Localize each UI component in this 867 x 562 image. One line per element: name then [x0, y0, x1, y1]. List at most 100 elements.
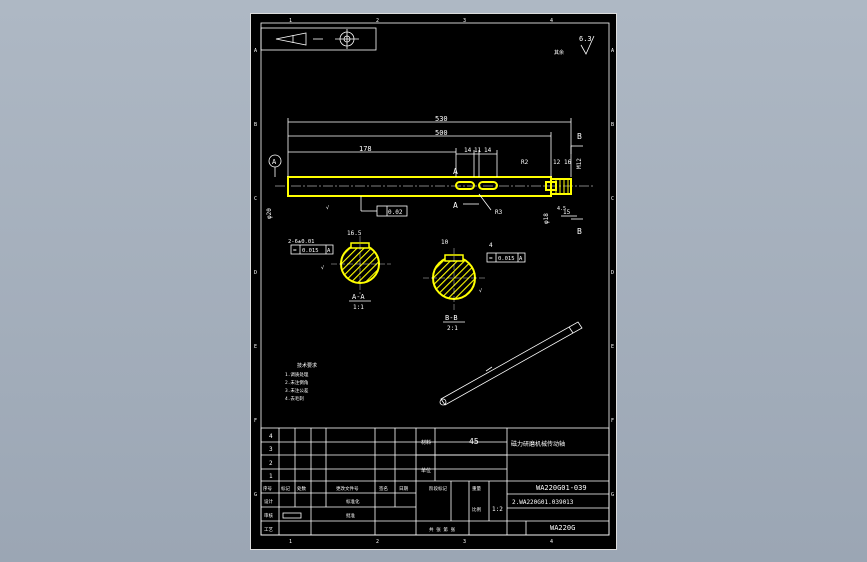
tb-row-3: 3	[269, 446, 273, 453]
grid-bottom-3: 3	[463, 539, 466, 545]
dim-dia20: φ20	[266, 208, 273, 219]
drawing-sheet: 1 2 3 4 1 2 3 4 A B C D E F G A B C D E …	[250, 13, 617, 550]
section-mark-a: A	[453, 201, 458, 210]
tb-hdr-4: 更改文件号	[336, 485, 359, 492]
grid-right-b: B	[611, 122, 614, 128]
svg-text:6.3: 6.3	[579, 35, 592, 43]
svg-text:=: =	[489, 255, 493, 262]
svg-text:√: √	[321, 265, 324, 271]
tb-mat-label: 材料	[421, 439, 431, 446]
tech-note-2: 2.未注倒角	[285, 379, 308, 386]
dim-500: 500	[435, 129, 448, 137]
section-mark-b-bottom: B	[577, 227, 582, 236]
sec-b-key: 4	[489, 242, 493, 249]
tb-hdr-3: 处数	[297, 485, 306, 492]
grid-left-g: G	[254, 492, 257, 498]
tb-part-name: 磁力研磨机械传动轴	[511, 440, 565, 448]
dim-14b: 14	[484, 147, 492, 154]
tech-note-4: 4.去毛刺	[285, 395, 304, 402]
dim-r2: R2	[521, 159, 529, 166]
grid-right-g: G	[611, 492, 614, 498]
tb-sheets: 共 张 第 张	[429, 526, 456, 533]
grid-left-a: A	[254, 48, 257, 54]
tb-row-1: 1	[269, 473, 273, 480]
sec-b-width: 10	[441, 239, 449, 246]
grid-left-e: E	[254, 344, 257, 350]
tb-check: 审核	[264, 512, 273, 519]
tech-note-1: 1.调质处理	[285, 371, 309, 378]
tb-process: 工艺	[264, 527, 273, 533]
svg-text:√: √	[479, 288, 482, 294]
tb-drawing-no: WA220G01-039	[536, 484, 587, 492]
sec-b-label: B-B	[445, 314, 458, 322]
keyway-2	[478, 181, 498, 190]
sec-b-tol: 0.015	[498, 256, 515, 262]
grid-left-d: D	[254, 270, 257, 276]
svg-text:A: A	[519, 256, 523, 262]
sec-a-label: A-A	[352, 293, 365, 301]
tb-ratio: 比例	[472, 506, 481, 513]
tb-scale: 1:2	[492, 506, 503, 513]
svg-text:其余: 其余	[554, 49, 564, 56]
cad-drawing: 1 2 3 4 1 2 3 4 A B C D E F G A B C D E …	[254, 18, 614, 545]
dim-m12: M12	[576, 158, 583, 169]
top-dimensions: 530 500 178 14 11 14 R2 12 16 M12 B	[287, 115, 583, 177]
datum-a: A	[272, 158, 277, 166]
sec-a-scale: 1:1	[353, 304, 364, 311]
sec-a-width: 16.5	[347, 230, 362, 237]
svg-text:A: A	[327, 248, 331, 254]
projection-symbol	[260, 27, 377, 51]
tb-weight: 重量	[472, 485, 481, 492]
grid-top-4: 4	[550, 18, 553, 24]
grid-right-f: F	[611, 418, 614, 424]
tb-unit: 单位	[421, 467, 431, 474]
sec-a-key: 2-6±0.01	[288, 239, 315, 245]
tb-hdr-6: 日期	[399, 486, 408, 492]
tb-row-2: 2	[269, 460, 273, 467]
tb-row-4: 4	[269, 433, 273, 440]
dim-530: 530	[435, 115, 448, 123]
svg-text:√: √	[326, 205, 329, 211]
grid-bottom-2: 2	[376, 539, 379, 545]
tb-material: 45	[469, 437, 479, 446]
keyway-1	[455, 181, 475, 190]
svg-text:A: A	[453, 167, 458, 176]
dim-15: 15	[563, 209, 571, 216]
grid-left-b: B	[254, 122, 257, 128]
tb-hdr-5: 签名	[379, 485, 388, 492]
dim-14a: 14	[464, 147, 472, 154]
shaft-main-view	[275, 176, 595, 197]
grid-left-f: F	[254, 418, 257, 424]
svg-text:=: =	[293, 247, 297, 254]
grid-top-2: 2	[376, 18, 379, 24]
lower-annotations: 0.02 A A R3 φ18 4.5 15 B	[360, 167, 583, 236]
dim-r3: R3	[495, 209, 503, 216]
grid-top-1: 1	[289, 18, 292, 24]
isometric-shaft	[439, 321, 583, 406]
grid-right-e: E	[611, 344, 614, 350]
tech-note-3: 3.未注公差	[285, 387, 309, 394]
tb-hdr-2: 标记	[281, 485, 290, 492]
grid-left-c: C	[254, 196, 257, 202]
dim-4-5: 4.5	[557, 206, 566, 212]
section-b-b: 10 4 = 0.015 A √ B-B 2:1	[423, 239, 526, 332]
left-dimensions: A φ20 √	[266, 154, 329, 219]
section-mark-b-top: B	[577, 132, 582, 141]
dim-178: 178	[359, 145, 372, 153]
tb-stage: 阶段标记	[429, 485, 447, 492]
grid-markers: 1 2 3 4 1 2 3 4 A B C D E F G A B C D E …	[254, 18, 614, 545]
title-block: 4 3 2 1 材料 45 磁力研磨机械传动轴 单位 WA220G01-039 …	[260, 427, 610, 536]
grid-top-3: 3	[463, 18, 466, 24]
tb-model: WA220G	[550, 524, 575, 532]
tb-approve: 批准	[346, 512, 355, 519]
grid-bottom-1: 1	[289, 539, 292, 545]
sec-b-scale: 2:1	[447, 325, 458, 332]
dim-dia18: φ18	[543, 213, 550, 224]
tb-hdr-1: 序号	[263, 485, 272, 492]
section-a-a: 16.5 2-6±0.01 = 0.015 A √ A-A 1:1	[288, 230, 391, 311]
roughness-symbol: 6.3 其余	[554, 35, 595, 56]
tb-std: 标准化	[346, 498, 360, 505]
grid-right-c: C	[611, 196, 614, 202]
tech-note-title: 技术要求	[297, 362, 317, 369]
tech-notes: 技术要求 1.调质处理 2.未注倒角 3.未注公差 4.去毛刺	[285, 362, 317, 402]
